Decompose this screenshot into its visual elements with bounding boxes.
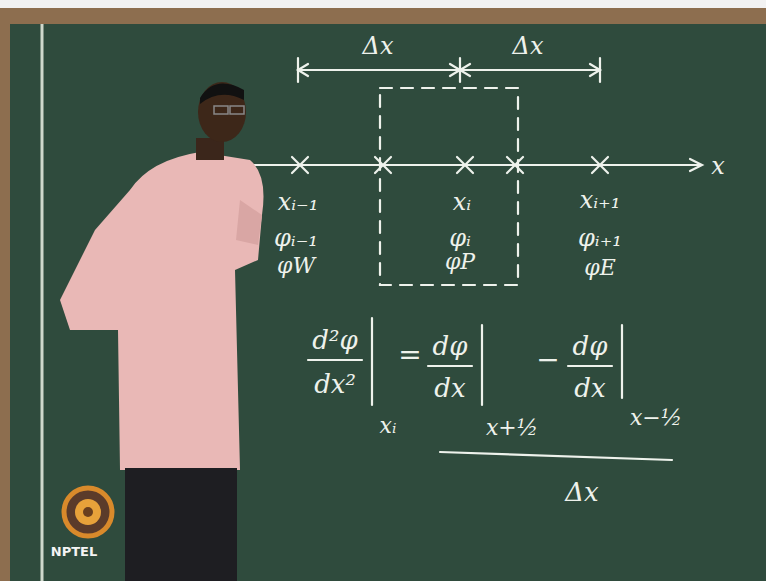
chalk-label: φᵢ bbox=[449, 225, 471, 251]
chalk-label: = bbox=[398, 340, 421, 371]
logo-ring bbox=[64, 488, 112, 536]
chalk-label: dx bbox=[434, 374, 465, 403]
main-fraction-bar bbox=[440, 452, 672, 460]
head bbox=[198, 82, 246, 142]
chalk-label: Δx bbox=[513, 33, 544, 59]
fraction-bar bbox=[308, 359, 362, 361]
board-frame bbox=[0, 8, 766, 24]
chalk-label: x bbox=[711, 153, 725, 179]
chalk-label: φᵢ₊₁ bbox=[578, 225, 622, 251]
lecturer bbox=[60, 82, 264, 581]
chalk-label: x−½ bbox=[630, 406, 682, 430]
dimension-arrowheads bbox=[298, 64, 600, 76]
chalk-label: x+½ bbox=[486, 416, 538, 440]
nptel-logo bbox=[64, 488, 112, 536]
grid-point bbox=[457, 157, 473, 173]
chalk-label: dφ bbox=[433, 332, 468, 361]
glasses bbox=[230, 106, 244, 114]
logo-center bbox=[75, 499, 101, 525]
control-volume bbox=[380, 88, 518, 285]
logo-dot bbox=[83, 507, 93, 517]
grid-point bbox=[592, 157, 608, 173]
chalk-label: dφ bbox=[573, 332, 608, 361]
chalk-label: − bbox=[536, 345, 559, 376]
chalk-label: xᵢ₋₁ bbox=[278, 189, 319, 215]
evaluation-bar bbox=[481, 325, 483, 405]
shirt-sleeve bbox=[236, 200, 262, 245]
logo-text: NPTEL bbox=[51, 545, 97, 559]
axis-arrowhead bbox=[690, 159, 702, 171]
dimension-line bbox=[298, 69, 600, 71]
chalk-label: d²φ bbox=[312, 326, 357, 355]
board-frame-left bbox=[0, 8, 10, 581]
fraction-bar bbox=[568, 365, 612, 367]
evaluation-bar bbox=[371, 318, 373, 405]
chalk-label: dx² bbox=[314, 370, 356, 399]
chalk-label: φW bbox=[277, 254, 315, 278]
chalk-label: xᵢ bbox=[380, 414, 397, 438]
chalk-label: dx bbox=[574, 374, 605, 403]
x-axis bbox=[240, 164, 700, 166]
pink-shirt bbox=[60, 152, 264, 470]
chalk-label: φᵢ₋₁ bbox=[274, 225, 318, 251]
chalk-label: xᵢ bbox=[453, 189, 471, 215]
chalk-label: φE bbox=[584, 256, 615, 280]
face-point bbox=[507, 157, 523, 173]
fraction-bar bbox=[428, 365, 472, 367]
grid-point bbox=[292, 157, 308, 173]
chalk-margin-line bbox=[41, 24, 44, 581]
hair bbox=[200, 84, 244, 104]
chalk-label: Δx bbox=[363, 33, 394, 59]
chalk-label: xᵢ₊₁ bbox=[580, 187, 621, 213]
chalk-label: φP bbox=[445, 250, 475, 274]
glasses bbox=[214, 106, 228, 114]
face-point bbox=[375, 157, 391, 173]
top-margin bbox=[0, 0, 766, 8]
chalk-label: Δx bbox=[565, 478, 598, 507]
trousers bbox=[125, 468, 237, 581]
evaluation-bar bbox=[621, 325, 623, 398]
